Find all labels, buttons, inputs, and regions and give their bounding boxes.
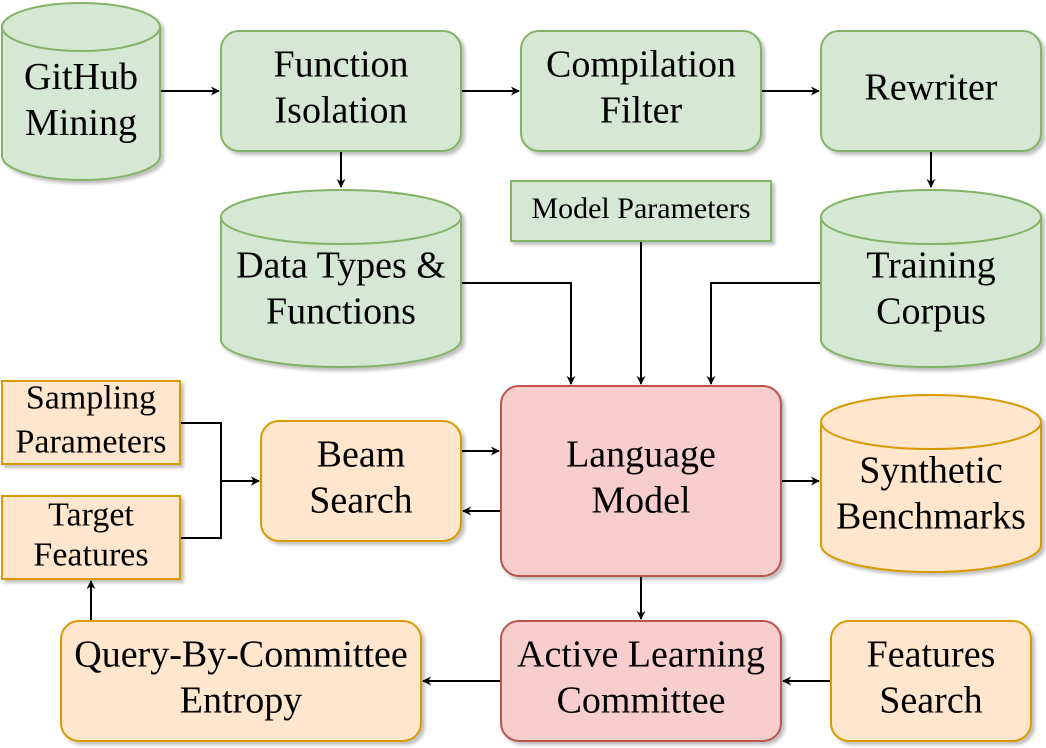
node-label-line: Features	[867, 634, 996, 676]
node-label-line: Benchmarks	[836, 496, 1026, 538]
cylinder-rim	[220, 216, 462, 245]
box	[260, 420, 462, 542]
box	[60, 620, 422, 742]
box	[510, 180, 772, 242]
box	[220, 30, 462, 152]
node-label-line: Search	[309, 480, 412, 522]
node-label-line: Filter	[600, 90, 683, 132]
node-label-line: Rewriter	[865, 67, 998, 109]
box	[520, 30, 762, 152]
node-rewriter: Rewriter	[820, 30, 1042, 152]
node-label-line: GitHub	[24, 56, 138, 98]
node-label-line: Features	[33, 536, 148, 573]
arrow-target-features-to-beam-search	[180, 476, 260, 539]
cylinder-rim	[1, 26, 161, 52]
node-label-line: Training	[866, 245, 996, 287]
cylinder-rim	[820, 216, 1042, 245]
box	[500, 385, 782, 577]
box	[1, 380, 181, 465]
node-label-line: Beam	[317, 434, 406, 476]
node-label-line: Query-By-Committee	[74, 634, 407, 676]
node-label-line: Synthetic	[859, 450, 1003, 492]
node-label-line: Language	[566, 434, 716, 476]
node-label-line: Functions	[266, 291, 416, 333]
node-label-line: Model Parameters	[531, 192, 750, 225]
cylinder-body	[820, 394, 1042, 573]
cylinder-rim	[820, 421, 1042, 450]
node-model-parameters: Model Parameters	[510, 180, 772, 242]
node-label-line: Model	[591, 480, 690, 522]
cylinder-body	[820, 189, 1042, 368]
arrow-training-corpus-to-language-model	[706, 282, 821, 385]
node-label-line: Isolation	[275, 90, 408, 132]
node-label-line: Sampling	[26, 379, 156, 416]
node-label-line: Active Learning	[517, 634, 765, 676]
arrow-data-types-functions-to-language-model	[461, 282, 576, 385]
node-label-line: Entropy	[180, 680, 302, 722]
box	[830, 620, 1032, 742]
node-label-line: Function	[273, 44, 408, 86]
edges-layer	[86, 86, 936, 686]
node-label-line: Committee	[557, 680, 726, 722]
arrow-sampling-parameters-to-beam-search	[180, 422, 260, 486]
cylinder-body	[220, 189, 462, 368]
box	[500, 620, 782, 742]
node-label-line: Parameters	[15, 423, 166, 460]
node-label-line: Compilation	[546, 44, 736, 86]
box	[1, 495, 181, 580]
node-label-line: Target	[48, 496, 134, 533]
node-label-line: Mining	[25, 102, 137, 144]
node-label-line: Search	[879, 680, 982, 722]
box	[820, 30, 1042, 152]
node-data-types-functions: Data Types &Functions	[220, 189, 462, 368]
node-label-line: Data Types &	[236, 245, 446, 287]
node-label-line: Corpus	[876, 291, 986, 333]
